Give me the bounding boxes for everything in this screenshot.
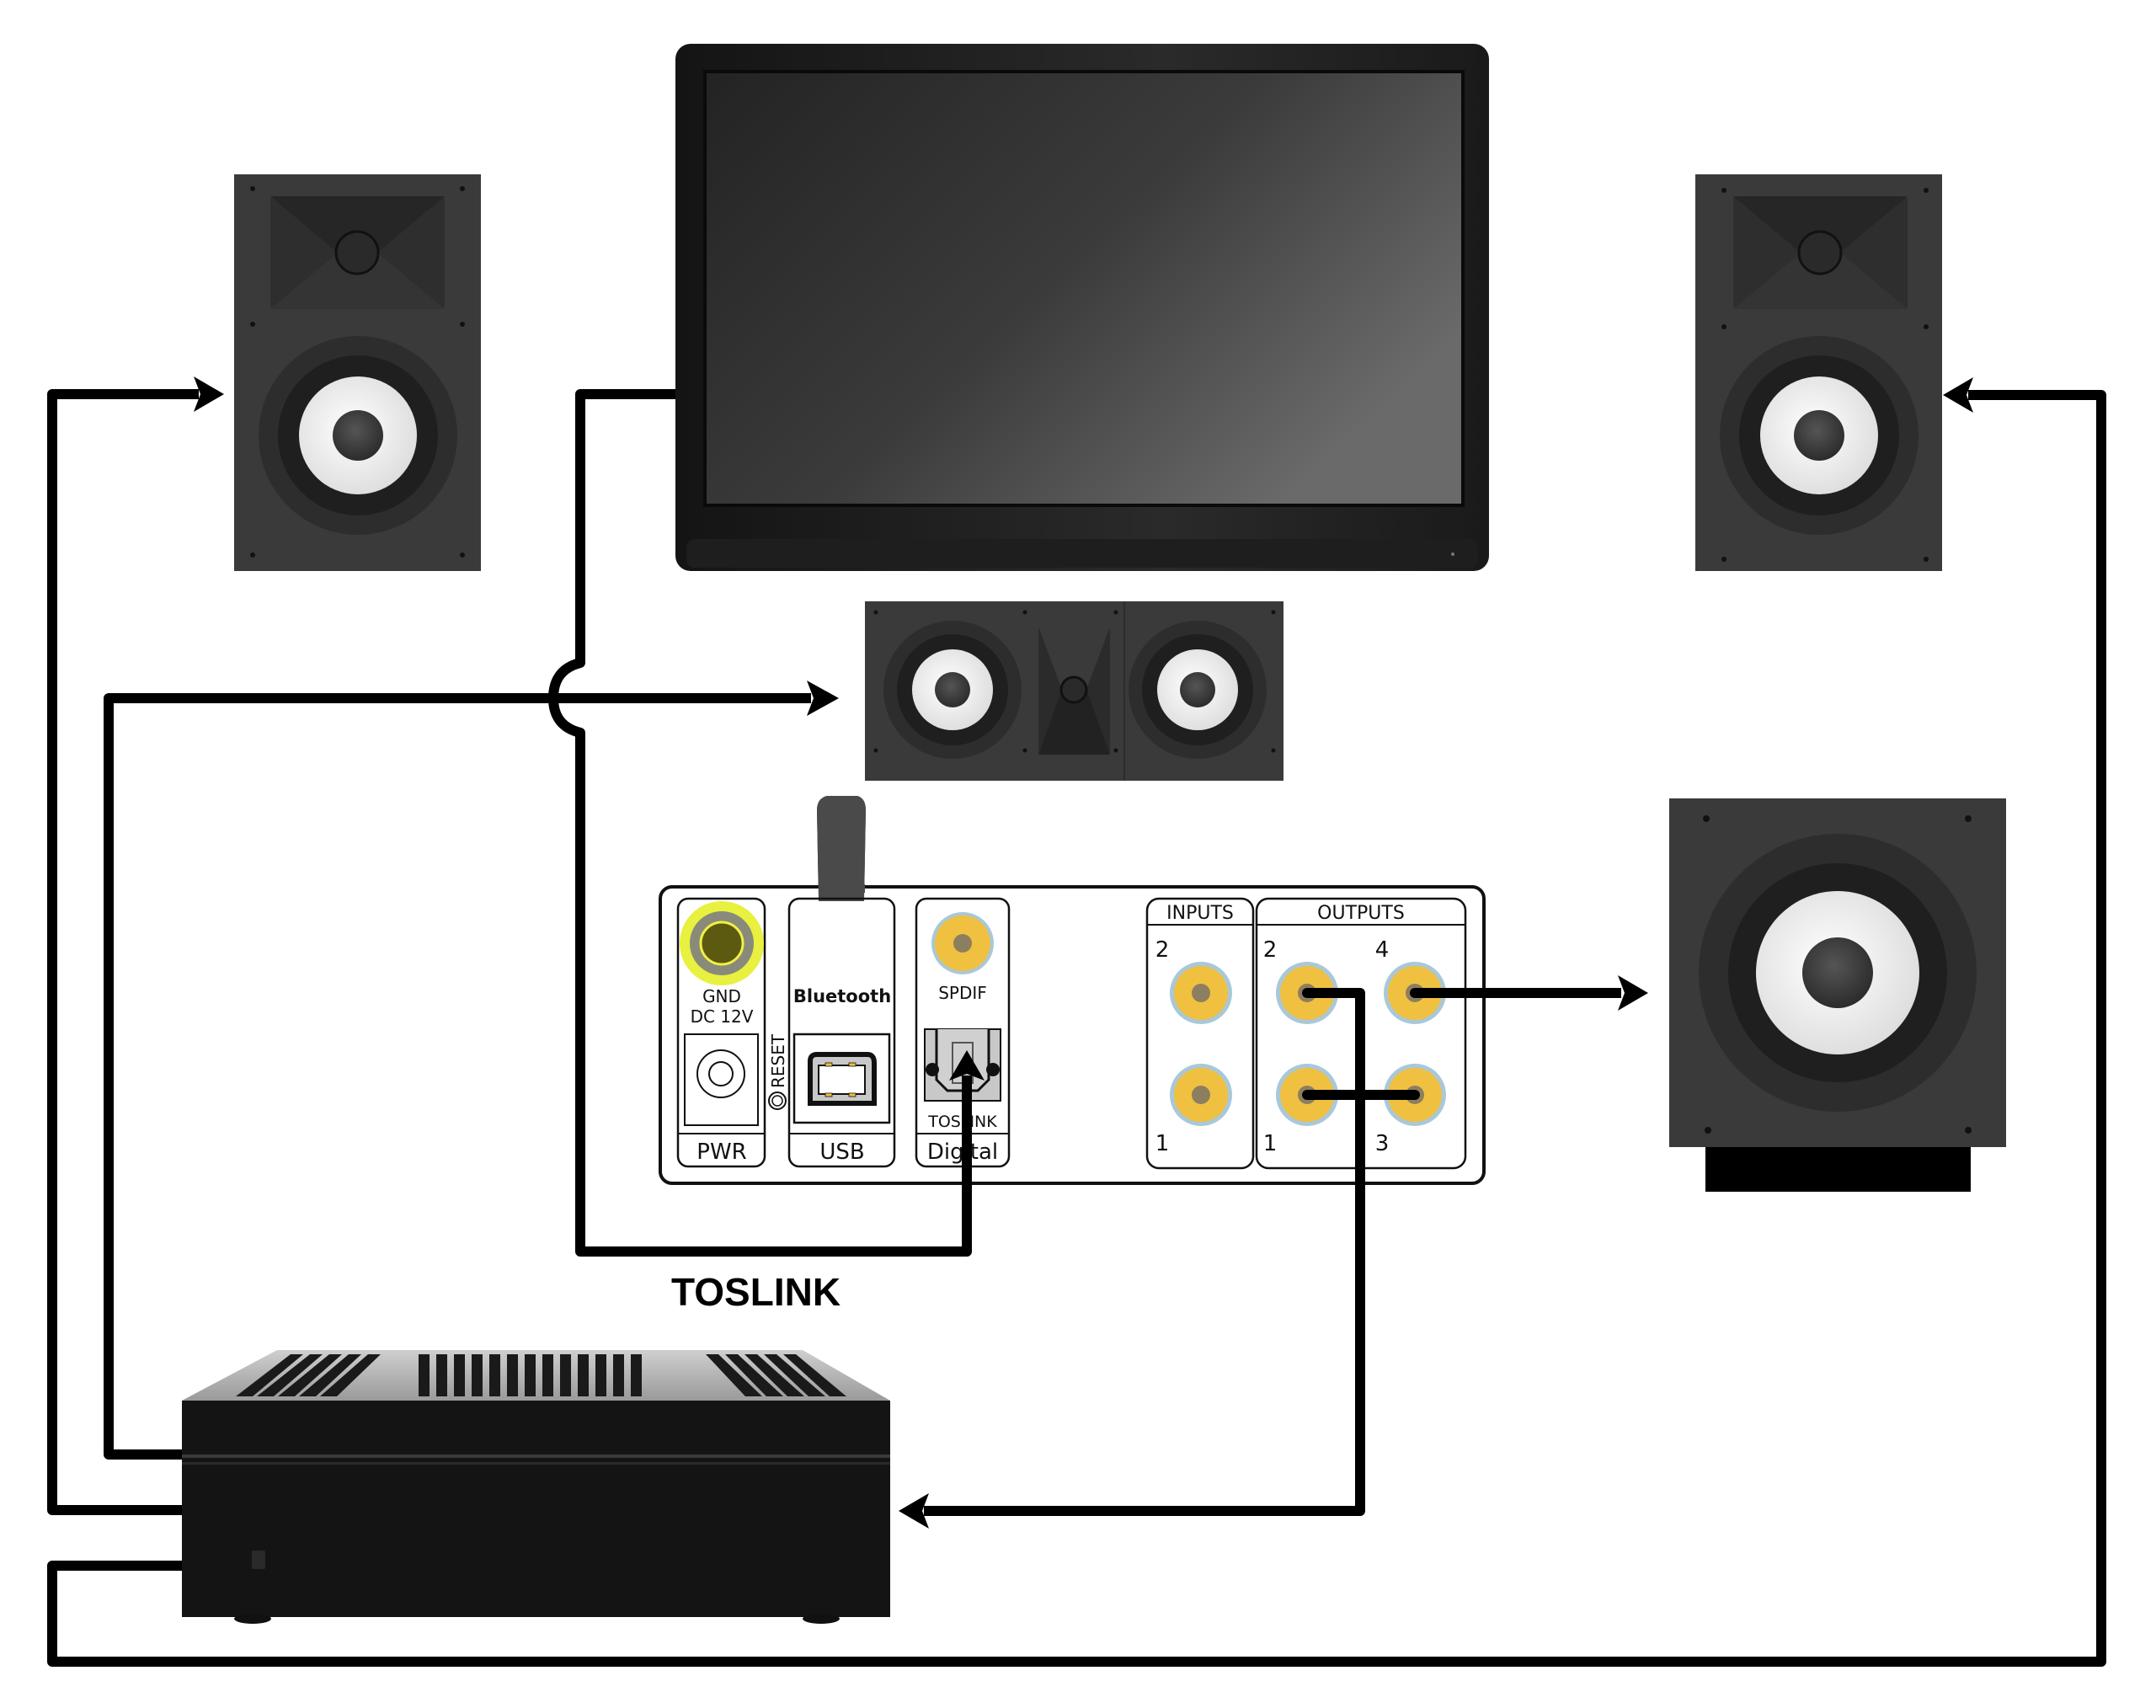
tweeter-dome bbox=[1797, 230, 1843, 275]
tweeter-dome bbox=[1059, 675, 1088, 704]
dac-panel-outline bbox=[659, 885, 1486, 1185]
input-2-jack[interactable] bbox=[1170, 962, 1232, 1024]
input-2-label: 2 bbox=[1155, 937, 1170, 963]
wire-amp-to-center bbox=[104, 693, 811, 1460]
woofer-dust-cap bbox=[333, 410, 383, 461]
tweeter-dome bbox=[334, 230, 380, 275]
wire-amp-to-front-left bbox=[47, 389, 199, 1515]
arrow-to-subwoofer-icon bbox=[1618, 975, 1648, 1011]
dc-jack bbox=[684, 1033, 759, 1126]
input-1-jack[interactable] bbox=[1170, 1064, 1232, 1126]
inputs-label: INPUTS bbox=[1166, 903, 1234, 924]
speaker-front-right bbox=[1695, 174, 1942, 571]
inputs-section: INPUTS 2 1 bbox=[1145, 897, 1255, 1170]
subwoofer-base bbox=[1705, 1147, 1971, 1192]
reset-label: RESET bbox=[768, 1033, 788, 1088]
arrow-to-amp-icon bbox=[899, 1493, 929, 1529]
spdif-label: SPDIF bbox=[938, 983, 987, 1003]
output-1-label: 1 bbox=[1263, 1131, 1278, 1156]
input-1-label: 1 bbox=[1155, 1131, 1170, 1156]
output-3-label: 3 bbox=[1375, 1131, 1390, 1156]
gnd-label: GND bbox=[702, 986, 741, 1006]
outputs-label: OUTPUTS bbox=[1317, 903, 1405, 924]
woofer-dust-cap bbox=[1794, 410, 1844, 461]
amplifier-vents bbox=[236, 1354, 846, 1396]
amplifier-foot bbox=[803, 1614, 840, 1624]
subwoofer-dust-cap bbox=[1802, 937, 1873, 1008]
amplifier-trim-line bbox=[182, 1454, 890, 1458]
output-2-label: 2 bbox=[1263, 937, 1278, 963]
usb-label: USB bbox=[819, 1140, 864, 1165]
amplifier-power-button bbox=[252, 1551, 265, 1569]
digital-section: SPDIF TOSLINK Digital bbox=[915, 897, 1011, 1168]
reset-button[interactable]: RESET bbox=[768, 1033, 788, 1110]
arrow-to-toslink-icon bbox=[949, 1050, 985, 1081]
arrow-to-front-right-icon bbox=[1943, 377, 1973, 413]
dc-voltage-label: DC 12V bbox=[691, 1006, 754, 1027]
tv bbox=[675, 44, 1489, 571]
tv-power-led bbox=[1451, 552, 1454, 556]
amplifier-body bbox=[182, 1401, 890, 1617]
subwoofer bbox=[1669, 798, 2006, 1192]
speaker-center bbox=[865, 601, 1283, 781]
arrow-to-front-left-icon bbox=[194, 376, 224, 412]
amplifier-foot bbox=[234, 1614, 271, 1624]
toslink-cable-label: TOSLINK bbox=[671, 1270, 841, 1314]
speaker-front-left bbox=[234, 174, 481, 571]
pwr-section: GND DC 12V PWR bbox=[676, 897, 766, 1168]
tv-screen bbox=[703, 70, 1465, 507]
wire-tv-to-toslink bbox=[548, 389, 972, 1257]
wire-output2-to-amp bbox=[924, 988, 1365, 1516]
pwr-label: PWR bbox=[696, 1140, 746, 1165]
tv-bottom-bezel bbox=[686, 539, 1478, 568]
bluetooth-label: Bluetooth bbox=[793, 986, 891, 1006]
usb-section: Bluetooth USB bbox=[787, 897, 896, 1168]
amplifier bbox=[182, 1350, 890, 1624]
wire-amp-to-front-right bbox=[47, 390, 2106, 1667]
arrow-to-center-icon bbox=[807, 681, 839, 716]
output-4-label: 4 bbox=[1375, 937, 1390, 963]
dac-board: GND DC 12V PWR RESET Bluetooth USB bbox=[659, 796, 1486, 1185]
